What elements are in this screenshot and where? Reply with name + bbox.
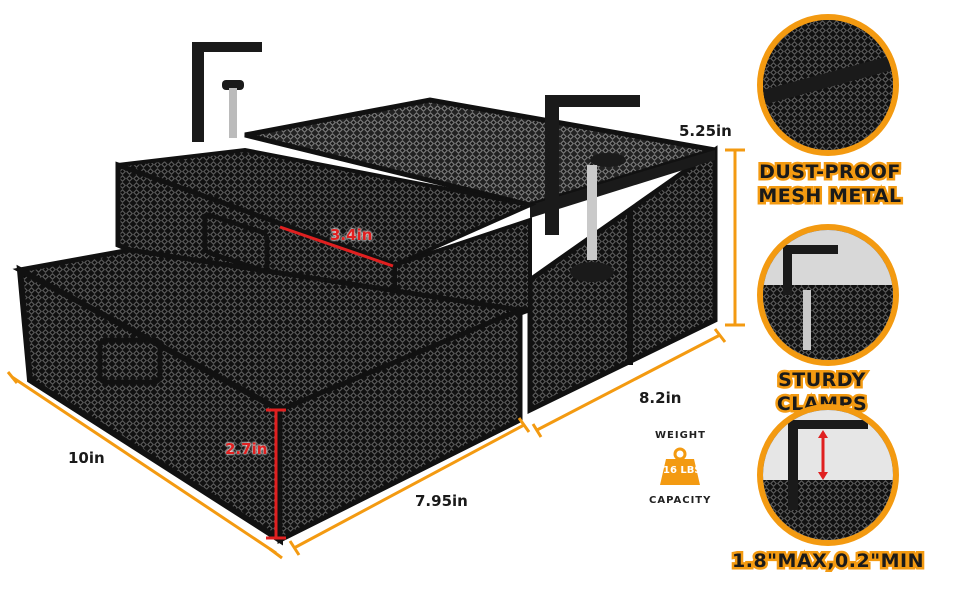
lower-drawer (12, 247, 530, 546)
weight-value: 16 LBS (663, 465, 702, 476)
front-width-label: 7.95in (415, 492, 468, 510)
clamp-detail-circle (757, 224, 899, 366)
mesh-detail-circle (757, 14, 899, 156)
depth-label: 8.2in (639, 389, 682, 407)
top-shelf (244, 97, 716, 218)
dimension-lines (6, 148, 745, 560)
clamp-detail-image (763, 230, 893, 360)
mesh-feature-label: DUST-PROOF MESH METAL (756, 159, 904, 210)
red-dimension-lines (266, 225, 394, 540)
clamp-range-label: 1.8"MAX,0.2"MIN (730, 548, 926, 575)
drawer-height-label: 2.7in (225, 440, 268, 458)
mesh-detail-image (763, 20, 893, 150)
weight-icon (660, 447, 700, 485)
cabinet-side (527, 145, 718, 414)
weight-bottom-text: CAPACITY (649, 495, 712, 506)
clamp-left (192, 42, 262, 142)
weight-badge: WEIGHT 16 LBS CAPACITY (645, 425, 715, 510)
length-label: 10in (68, 449, 105, 467)
weight-top-text: WEIGHT (655, 430, 706, 441)
clamp-range-image (763, 410, 893, 540)
drawer-width-label: 3.4in (330, 226, 373, 244)
height-label: 5.25in (679, 122, 732, 140)
clamp-right (545, 95, 640, 282)
clamp-range-circle (757, 404, 899, 546)
